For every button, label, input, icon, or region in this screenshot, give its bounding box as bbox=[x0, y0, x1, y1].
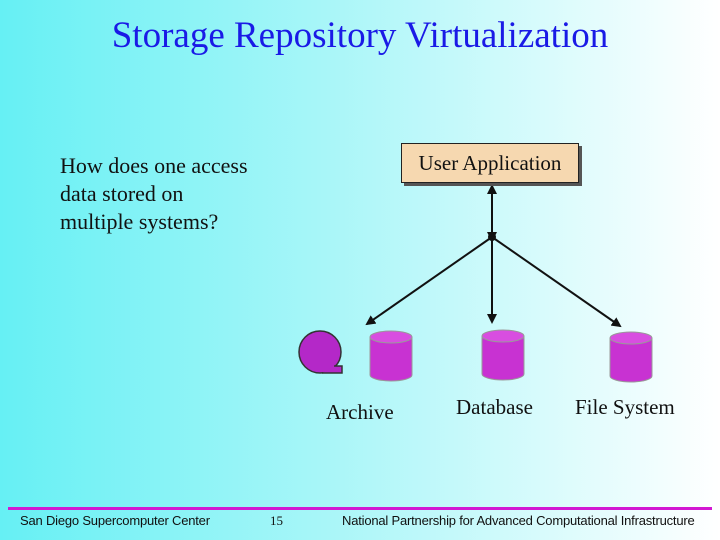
arrow-to-file-system bbox=[491, 236, 622, 328]
page-number: 15 bbox=[270, 513, 283, 528]
archive-label: Archive bbox=[326, 400, 394, 424]
footer-divider bbox=[8, 507, 712, 510]
database-label: Database bbox=[456, 395, 533, 419]
arrow-to-archive bbox=[365, 236, 493, 326]
user-application-box: User Application bbox=[401, 143, 579, 183]
archive-cylinder-icon bbox=[369, 330, 413, 382]
footer-partnership: National Partnership for Advanced Comput… bbox=[342, 513, 695, 528]
question-text: How does one access data stored on multi… bbox=[60, 153, 248, 234]
tape-reel-icon bbox=[298, 330, 343, 374]
database-cylinder-icon bbox=[481, 329, 525, 381]
footer-organization: San Diego Supercomputer Center bbox=[20, 513, 210, 528]
file-system-cylinder-icon bbox=[609, 331, 653, 383]
slide-title: Storage Repository Virtualization bbox=[111, 15, 609, 56]
file-system-label: File System bbox=[575, 395, 675, 419]
